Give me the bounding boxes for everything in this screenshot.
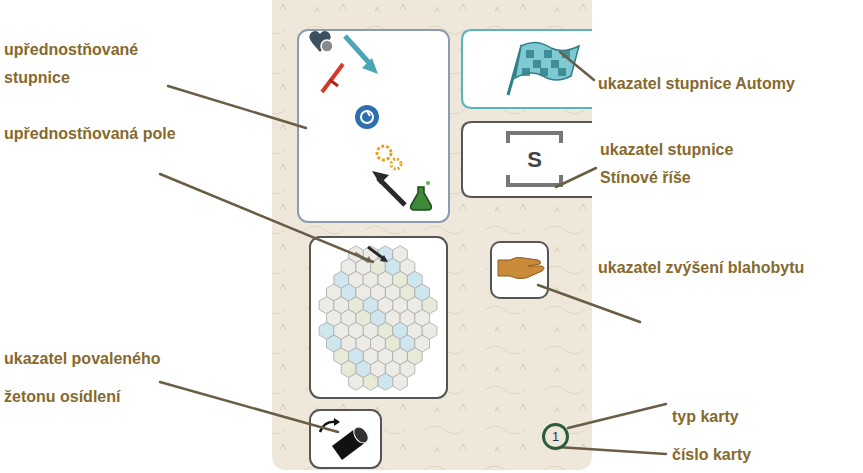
callout-label: ukazatel stupnice Automy [598, 70, 848, 98]
token-box [310, 410, 381, 468]
callout-label: upřednostňovaná pole [4, 120, 224, 148]
shadow-box [462, 122, 592, 197]
prosperity-box [491, 242, 548, 298]
map-box [310, 237, 447, 398]
callout-label: typ karty [672, 403, 852, 431]
card [272, 0, 592, 470]
node-text: 1 [552, 429, 559, 444]
tracks-box [298, 30, 449, 222]
automa-box [462, 30, 592, 108]
callout-label: ukazatel povaleného žetonu osídlení [4, 340, 184, 416]
shadow-track-marker: S [511, 137, 558, 183]
node-text: S [527, 147, 542, 173]
callout-label: ukazatel zvýšení blahobytu [598, 254, 848, 282]
callout-label: číslo karty [672, 441, 852, 469]
leader-lines [160, 52, 666, 454]
card-number-circle: 1 [542, 423, 569, 450]
callout-label: ukazatel stupnice Stínové říše [600, 136, 790, 192]
callout-label: upřednostňované stupnice [4, 36, 154, 92]
